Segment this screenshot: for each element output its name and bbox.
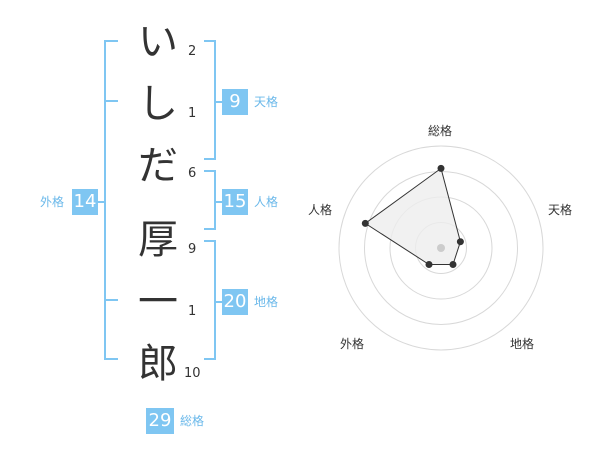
jinkaku-connector	[214, 201, 222, 203]
radar-point-1	[437, 164, 445, 172]
radar-axis-label-tenkaku: 天格	[548, 203, 573, 217]
jinkaku-bracket	[214, 170, 216, 230]
radar-axis-label-chikaku: 地格	[510, 337, 535, 351]
jinkaku-label: 人格	[254, 195, 279, 209]
stroke-count-4: 9	[188, 242, 197, 257]
gaikaku-bracket-top	[104, 40, 118, 42]
gaikaku-label: 外格	[40, 195, 65, 209]
gaikaku-bracket-mid2	[104, 299, 118, 301]
chikaku-value-badge: 20	[222, 289, 248, 315]
jinkaku-bracket-bottom	[204, 228, 216, 230]
chikaku-bracket	[214, 240, 216, 360]
name-char-5: 一	[138, 279, 178, 325]
tenkaku-bracket-bottom	[204, 158, 216, 160]
radar-point-3	[449, 261, 457, 268]
tenkaku-connector	[214, 101, 222, 103]
stroke-count-6: 10	[184, 366, 201, 381]
tenkaku-label: 天格	[254, 95, 279, 109]
gaikaku-bracket-bottom	[104, 358, 118, 360]
soukaku-label: 総格	[180, 414, 205, 428]
chikaku-connector	[214, 301, 222, 303]
jinkaku-value-badge: 15	[222, 189, 248, 215]
chikaku-label: 地格	[254, 295, 279, 309]
stroke-count-5: 1	[188, 304, 197, 319]
name-char-3: だ	[138, 143, 178, 189]
radar-point-5	[361, 219, 369, 227]
name-char-4: 厚	[138, 217, 178, 263]
radar-axis-label-gaikaku: 外格	[340, 337, 365, 351]
stroke-count-1: 2	[188, 44, 197, 59]
chikaku-bracket-top	[204, 240, 216, 242]
gaikaku-value-badge: 14	[72, 189, 98, 215]
radar-area	[364, 167, 461, 265]
radar-center-dot	[437, 244, 445, 252]
jinkaku-bracket-top	[204, 170, 216, 172]
radar-ring-4	[338, 145, 544, 351]
soukaku-value-badge: 29	[146, 408, 174, 434]
tenkaku-bracket	[214, 40, 216, 160]
radar-point-2	[456, 238, 464, 246]
tenkaku-bracket-top	[204, 40, 216, 42]
radar-point-4	[425, 261, 433, 268]
radar-axis-label-soukaku: 総格	[428, 124, 453, 138]
name-char-1: い	[138, 19, 178, 65]
tenkaku-value-badge: 9	[222, 89, 248, 115]
chikaku-bracket-bottom	[204, 358, 216, 360]
gaikaku-bracket	[104, 40, 106, 360]
name-char-2: し	[138, 81, 178, 127]
gaikaku-connector	[96, 201, 104, 203]
stroke-count-3: 6	[188, 166, 197, 181]
gaikaku-bracket-mid1	[104, 100, 118, 102]
radar-axis-label-jinkaku: 人格	[308, 203, 333, 217]
stroke-count-2: 1	[188, 106, 197, 121]
name-char-6: 郎	[138, 341, 178, 387]
